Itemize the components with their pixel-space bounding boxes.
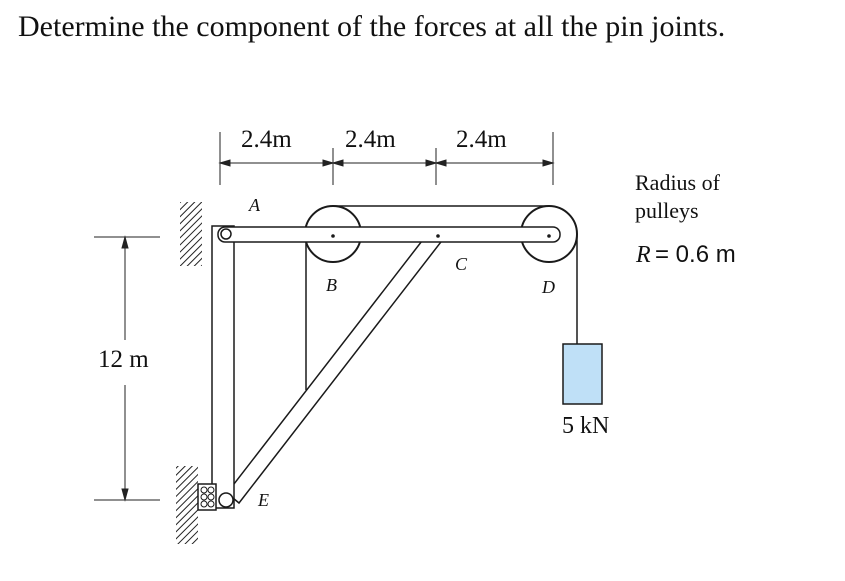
load-label: 5 kN bbox=[562, 413, 609, 439]
dim-label-1: 2.4m bbox=[241, 126, 292, 153]
cable bbox=[305, 205, 578, 390]
member-ad bbox=[217, 226, 561, 243]
radius-note-line1: Radius of bbox=[635, 170, 721, 195]
load-block bbox=[562, 343, 603, 405]
wall-support-bottom bbox=[176, 466, 198, 544]
top-dimension bbox=[218, 132, 555, 185]
member-ae bbox=[211, 225, 235, 509]
point-label-a: A bbox=[248, 195, 261, 215]
height-label: 12 m bbox=[98, 346, 149, 373]
pin-support-e bbox=[197, 483, 234, 511]
point-label-e: E bbox=[257, 490, 269, 510]
problem-statement: Determine the component of the forces at… bbox=[18, 10, 726, 43]
radius-note-line2: pulleys bbox=[635, 198, 699, 223]
pin-a bbox=[220, 228, 232, 240]
point-label-b: B bbox=[326, 275, 337, 295]
pin-c bbox=[436, 234, 440, 238]
dim-label-2: 2.4m bbox=[345, 126, 396, 153]
pin-b bbox=[331, 234, 335, 238]
point-label-d: D bbox=[541, 277, 555, 297]
pin-d bbox=[547, 234, 551, 238]
radius-value: = 0.6 m bbox=[655, 241, 736, 268]
height-dimension bbox=[94, 235, 160, 502]
member-ec bbox=[225, 226, 446, 505]
point-label-c: C bbox=[455, 254, 468, 274]
radius-symbol: R bbox=[635, 242, 651, 268]
dim-label-3: 2.4m bbox=[456, 126, 507, 153]
wall-support-top bbox=[180, 202, 202, 266]
